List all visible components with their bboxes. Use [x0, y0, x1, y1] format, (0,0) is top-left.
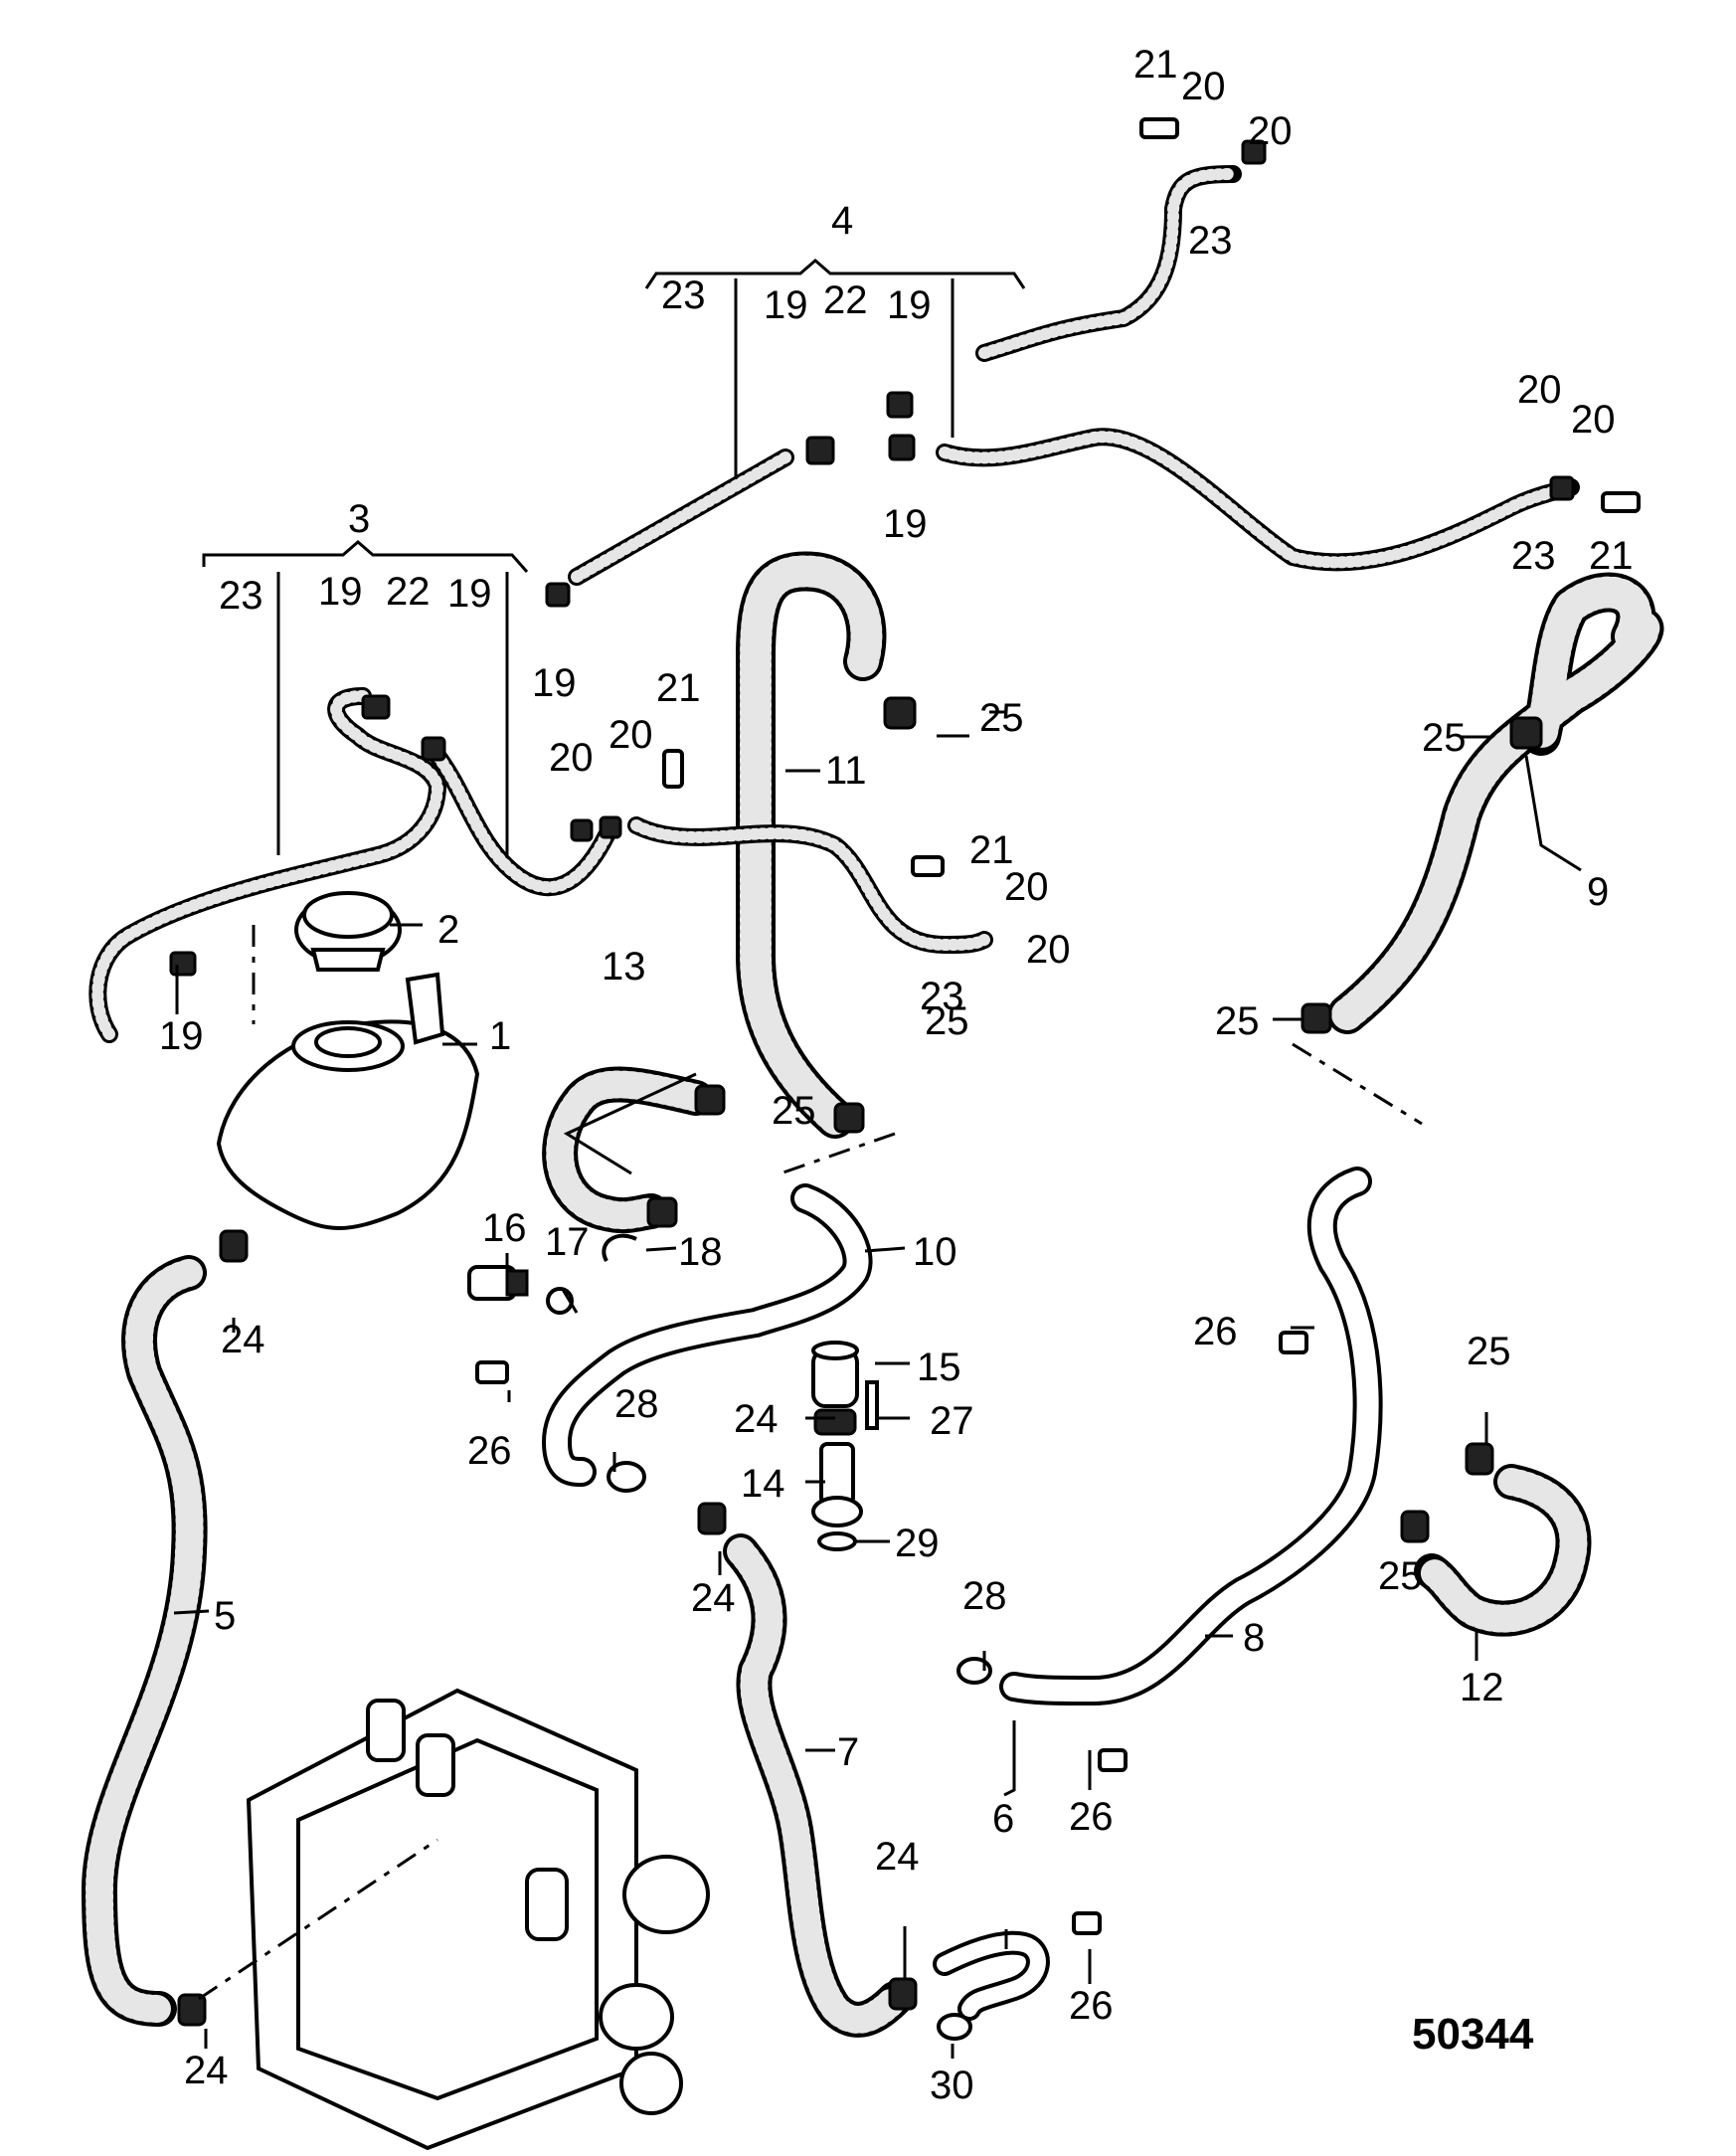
- callout-13: 13: [602, 945, 646, 988]
- callout-24-e: 24: [875, 1835, 920, 1879]
- callout-25-b: 25: [1422, 716, 1467, 760]
- connection-lines: [198, 925, 1423, 2001]
- pipe-8-inner: [1003, 1170, 1379, 1703]
- pipe-10-inner: [545, 1187, 869, 1483]
- callout-20-b: 20: [1248, 109, 1293, 153]
- pipe-6-inner: [937, 1934, 1046, 2017]
- callout-21-b: 21: [1589, 534, 1634, 578]
- callout-26-c: 26: [1069, 1795, 1114, 1839]
- callout-20-d: 20: [1571, 398, 1616, 442]
- parts: [169, 117, 1641, 2151]
- hose-13: [542, 1066, 714, 1234]
- callout-21-d: 21: [969, 828, 1014, 872]
- heat-exchanger: [246, 1688, 710, 2151]
- small-hose-lines: [88, 165, 1580, 1043]
- callout-17: 17: [545, 1220, 590, 1264]
- hose-12: [1414, 1464, 1592, 1637]
- callout-2: 2: [437, 908, 459, 952]
- callout-24-a: 24: [221, 1318, 265, 1361]
- callout-29: 29: [895, 1522, 940, 1565]
- callout-11: 11: [825, 749, 867, 793]
- reservoir-cap: [294, 891, 402, 972]
- callout-14: 14: [741, 1462, 785, 1506]
- callout-4: 4: [831, 199, 853, 243]
- bolts: [475, 117, 1641, 1935]
- callout-21-a: 21: [1133, 43, 1178, 87]
- callout-10: 10: [913, 1230, 957, 1274]
- callout-6: 6: [992, 1797, 1014, 1841]
- callout-20-a: 20: [1181, 65, 1226, 108]
- callout-25-a: 25: [979, 696, 1024, 740]
- callout-19-e: 19: [887, 283, 932, 327]
- hose-clamps: [169, 139, 1575, 2027]
- callout-25-d: 25: [925, 999, 969, 1043]
- callout-3: 3: [348, 497, 370, 541]
- leader-lines: [173, 278, 1582, 2059]
- callout-20-g: 20: [1004, 865, 1049, 909]
- callout-20-c: 20: [1517, 368, 1562, 412]
- callout-20-e: 20: [549, 736, 594, 780]
- callout-20-f: 20: [608, 713, 653, 757]
- callout-16: 16: [482, 1206, 527, 1250]
- callout-26-b: 26: [1193, 1310, 1238, 1353]
- hose-5: [82, 1255, 208, 2027]
- callout-19-b: 19: [447, 572, 492, 616]
- callout-27: 27: [930, 1399, 974, 1443]
- callout-23-a: 23: [219, 574, 263, 618]
- callout-23-d: 23: [1511, 534, 1556, 578]
- callout-18: 18: [678, 1230, 723, 1274]
- hose-9: [1327, 572, 1664, 1034]
- figure-number: 50344: [1412, 2010, 1534, 2059]
- callout-1: 1: [489, 1014, 511, 1058]
- callout-26-a: 26: [467, 1429, 512, 1473]
- pipe-8: [999, 1167, 1383, 1706]
- callout-25-f: 25: [1467, 1330, 1511, 1373]
- callout-24-b: 24: [184, 2049, 229, 2092]
- callout-25-c: 25: [1215, 999, 1260, 1043]
- callout-22-a: 22: [386, 570, 431, 614]
- callout-labels: 1 2 3 4 5 6 7 8 9 10 11 12 13 14 15 16 1…: [159, 43, 1634, 2107]
- callout-15: 15: [917, 1346, 961, 1389]
- thermostat-housing: [811, 1341, 879, 1551]
- callout-19-d: 19: [764, 283, 808, 327]
- coolant-reservoir: [216, 972, 480, 1230]
- hose-11: [736, 551, 887, 1139]
- callout-7: 7: [837, 1730, 859, 1774]
- callout-5: 5: [214, 1594, 236, 1638]
- callout-20-h: 20: [1026, 928, 1071, 972]
- callout-25-e: 25: [772, 1089, 816, 1133]
- callout-19-f: 19: [159, 1014, 204, 1058]
- hose-7: [723, 1533, 913, 2038]
- callout-19-g: 19: [883, 502, 928, 546]
- callout-24-c: 24: [734, 1397, 779, 1441]
- callout-9: 9: [1587, 870, 1609, 914]
- callout-28-a: 28: [614, 1382, 659, 1426]
- callout-28-b: 28: [962, 1574, 1007, 1618]
- callout-21-c: 21: [656, 666, 701, 710]
- sensor-assembly: [467, 1233, 637, 1315]
- callout-30: 30: [930, 2064, 974, 2107]
- assembly-brackets: [202, 259, 1026, 573]
- callout-19-c: 19: [532, 661, 577, 705]
- hoses: [82, 165, 1664, 2038]
- callout-23-c: 23: [1188, 219, 1233, 263]
- callout-19-a: 19: [318, 570, 363, 614]
- callout-23-b: 23: [661, 273, 706, 317]
- callout-23-e: 23: [920, 975, 964, 1018]
- callout-22-b: 22: [823, 278, 868, 322]
- callout-24-d: 24: [691, 1576, 736, 1620]
- callout-12: 12: [1460, 1666, 1504, 1709]
- callout-8: 8: [1243, 1616, 1265, 1660]
- callout-25-g: 25: [1378, 1554, 1423, 1598]
- o-rings: [607, 1461, 992, 2041]
- callout-26-d: 26: [1069, 1984, 1114, 2028]
